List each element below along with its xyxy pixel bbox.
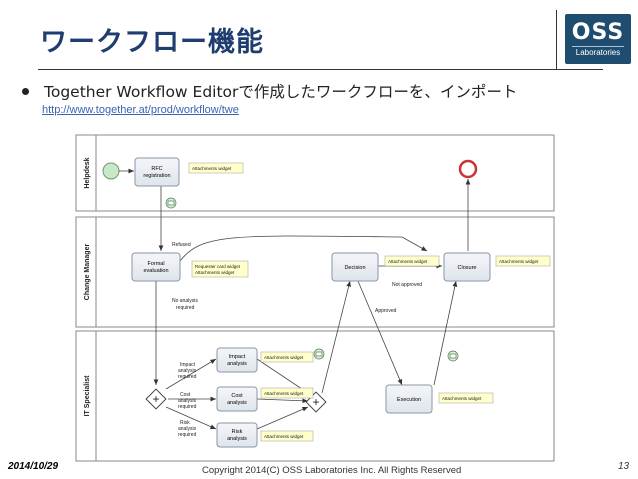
note-text: Attachments widget [264,355,304,360]
task-label: analysis [227,436,247,442]
logo-sub: Laboratories [575,48,621,57]
note-text: Attachments widget [264,391,304,396]
note-text: Attachments widget [388,259,428,264]
page-number: 13 [618,461,630,472]
flow-label-impact-required: Impact [180,362,196,368]
task-label: Risk [232,429,243,435]
note-text: Attachments widget [442,396,482,401]
message-icons [165,197,459,362]
task-formal-evaluation: Formal evaluation [131,252,181,282]
task-cost-analysis: Cost analysis [216,386,258,412]
logo-separator [572,46,624,47]
bullet-icon [22,88,29,95]
task-label: RFC [151,166,162,172]
lane-label-change-manager: Change Manager [84,244,91,301]
note-attachments-decision: Attachments widget [384,255,440,267]
envelope-icon [313,348,325,360]
task-label: Cost [231,393,243,399]
flow-label-not-approved: Not approved [392,282,422,288]
flow-label-no-analysis: required [176,305,195,311]
note-attachments-cost: Attachments widget [260,387,314,399]
slide-title: ワークフロー機能 [40,27,264,58]
note-text: Attachments widget [195,270,235,275]
task-label: Closure [458,265,477,271]
task-rfc-registration: RFC registration [134,157,180,187]
task-label: Impact [229,354,246,360]
header-divider-horizontal [38,69,603,70]
envelope-icon [165,197,177,209]
note-text: Attachments widget [192,166,232,171]
task-execution: Execution [385,384,433,414]
workflow-link[interactable]: http://www.together.at/prod/workflow/twe [42,104,239,116]
end-event [458,159,478,179]
flow-label-risk-required: required [178,432,197,438]
task-closure: Closure [443,252,491,282]
svg-text:+: + [312,395,319,409]
task-label: Decision [344,265,365,271]
note-attachments-rfc: Attachments widget [188,162,244,174]
flow-labels: Refused Not approved Approved No analysi… [172,242,422,438]
flow-label-cost-required: analysis [178,398,197,404]
header-divider-vertical [556,10,557,70]
note-requester: Requester card widget Attachments widget [191,260,249,278]
task-label: Formal [147,261,164,267]
note-attachments-risk: Attachments widget [260,430,314,442]
note-attachments-closure: Attachments widget [495,255,551,267]
task-label: registration [143,173,170,179]
flow-label-refused: Refused [172,242,191,248]
footer-date: 2014/10/29 [8,461,59,472]
flow-label-risk-required: analysis [178,426,197,432]
annotations: Attachments widget Requester card widget… [188,162,551,442]
flow-label-approved: Approved [375,308,397,314]
task-label: evaluation [143,268,168,274]
footer-copyright: Copyright 2014(C) OSS Laboratories Inc. … [202,465,462,476]
logo-main: OSS [571,20,625,45]
note-text: Requester card widget [195,264,241,269]
split-gateway: + [145,388,167,410]
note-attachments-execution: Attachments widget [438,392,494,404]
task-impact-analysis: Impact analysis [216,347,258,373]
note-text: Attachments widget [499,259,539,264]
sequence-flows [119,168,471,430]
bullet-text: Together Workflow Editorで作成したワークフローを、インポ… [44,83,518,101]
flow-label-cost-required: required [178,404,197,410]
note-attachments-impact: Attachments widget [260,351,314,363]
svg-text:+: + [152,392,159,406]
flow-label-cost-required: Cost [180,392,191,398]
workflow-diagram: Helpdesk Change Manager IT Specialist + [75,134,555,462]
oss-logo: OSS Laboratories [565,14,631,64]
task-label: analysis [227,400,247,406]
task-label: analysis [227,361,247,367]
envelope-icon [447,350,459,362]
task-decision: Decision [331,252,379,282]
task-risk-analysis: Risk analysis [216,422,258,448]
flow-label-impact-required: required [178,374,197,380]
flow-label-risk-required: Risk [180,420,190,426]
lane-label-it-specialist: IT Specialist [84,375,91,417]
flow-label-impact-required: analysis [178,368,197,374]
lane-label-helpdesk: Helpdesk [84,157,91,188]
task-label: Execution [397,397,421,403]
flow-label-no-analysis: No analysis [172,298,198,304]
note-text: Attachments widget [264,434,304,439]
start-event [102,162,120,180]
